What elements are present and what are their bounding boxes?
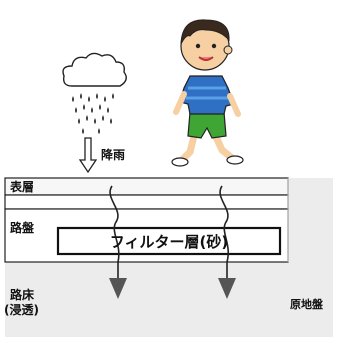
- ground-side-area: [288, 178, 333, 262]
- down-arrow-icon: [109, 278, 127, 299]
- filter-layer-label: フィルター層(砂): [109, 232, 229, 251]
- rain-arrow-icon: [78, 137, 98, 174]
- infiltration-arrow-right: [218, 185, 236, 299]
- infiltration-arrow-left: [109, 185, 127, 299]
- roadbed-label: 路盤: [10, 221, 35, 235]
- surface-layer-label: 表層: [10, 180, 35, 194]
- surface-layer: [4, 177, 289, 196]
- down-arrow-icon: [218, 278, 236, 299]
- rain-cloud-icon: [62, 52, 127, 134]
- subgrade-area: [5, 262, 333, 337]
- subgrade-note-label: (浸透): [4, 303, 39, 317]
- roadbed-layer-upper: [4, 194, 289, 210]
- ground-label: 原地盤: [290, 298, 323, 311]
- filter-layer-box: [56, 226, 282, 256]
- rain-label: 降雨: [101, 148, 126, 162]
- walking-child-icon: [171, 19, 244, 167]
- subgrade-label: 路床: [10, 288, 35, 302]
